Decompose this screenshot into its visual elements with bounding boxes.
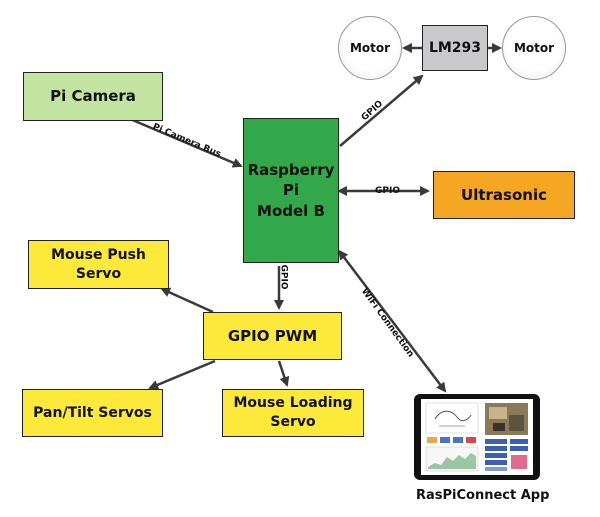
gpio-pwm-label: GPIO PWM [227, 326, 318, 345]
arrow-gpio-pwm-to-mouse-loading [277, 360, 290, 387]
ultrasonic-label: Ultrasonic [461, 185, 547, 204]
pi-camera-label: Pi Camera [50, 87, 136, 106]
lm293-label: LM293 [428, 39, 482, 56]
mouse-loading-servo-line-1: Mouse Loading [233, 395, 353, 412]
raspberry-pi-line-1: Raspberry [247, 161, 335, 180]
gpio-pwm-node: GPIO PWM [203, 312, 342, 360]
mouse-push-servo-line-2: Servo [75, 265, 122, 282]
lm293-node: LM293 [422, 25, 488, 71]
pan-tilt-servos-label: Pan/Tilt Servos [33, 404, 152, 421]
motor-left-node: Motor [338, 16, 402, 80]
arrow-gpio-pwm-to-mouse-push [160, 287, 214, 314]
arrow-pi-to-lm293 [339, 74, 424, 147]
pan-tilt-servos-node: Pan/Tilt Servos [22, 389, 163, 437]
raspberry-pi-line-3: Model B [257, 201, 325, 220]
arrow-gpio-pwm-to-pan-tilt [148, 359, 216, 390]
arrow-pi-to-app [338, 249, 447, 393]
label-gpio-pwm-link: GPIO [278, 264, 289, 290]
mouse-loading-servo-node: Mouse Loading Servo [222, 389, 364, 437]
motor-left-label: Motor [349, 41, 391, 55]
mouse-push-servo-node: Mouse Push Servo [28, 240, 169, 289]
label-gpio-ultrasonic: GPIO [375, 186, 400, 196]
tablet-screenshot-icon [414, 394, 540, 480]
raspberry-pi-line-2: Pi [282, 181, 300, 200]
motor-right-label: Motor [513, 41, 555, 55]
pi-camera-node: Pi Camera [23, 72, 163, 121]
raspberry-pi-node: Raspberry Pi Model B [243, 118, 339, 263]
raspiconnect-app-label: RasPiConnect App [416, 488, 550, 503]
mouse-loading-servo-line-2: Servo [270, 414, 316, 430]
ultrasonic-node: Ultrasonic [433, 171, 575, 219]
arrow-camera-to-pi [122, 114, 243, 168]
mouse-push-servo-line-1: Mouse Push [51, 246, 146, 263]
motor-right-node: Motor [502, 16, 566, 80]
